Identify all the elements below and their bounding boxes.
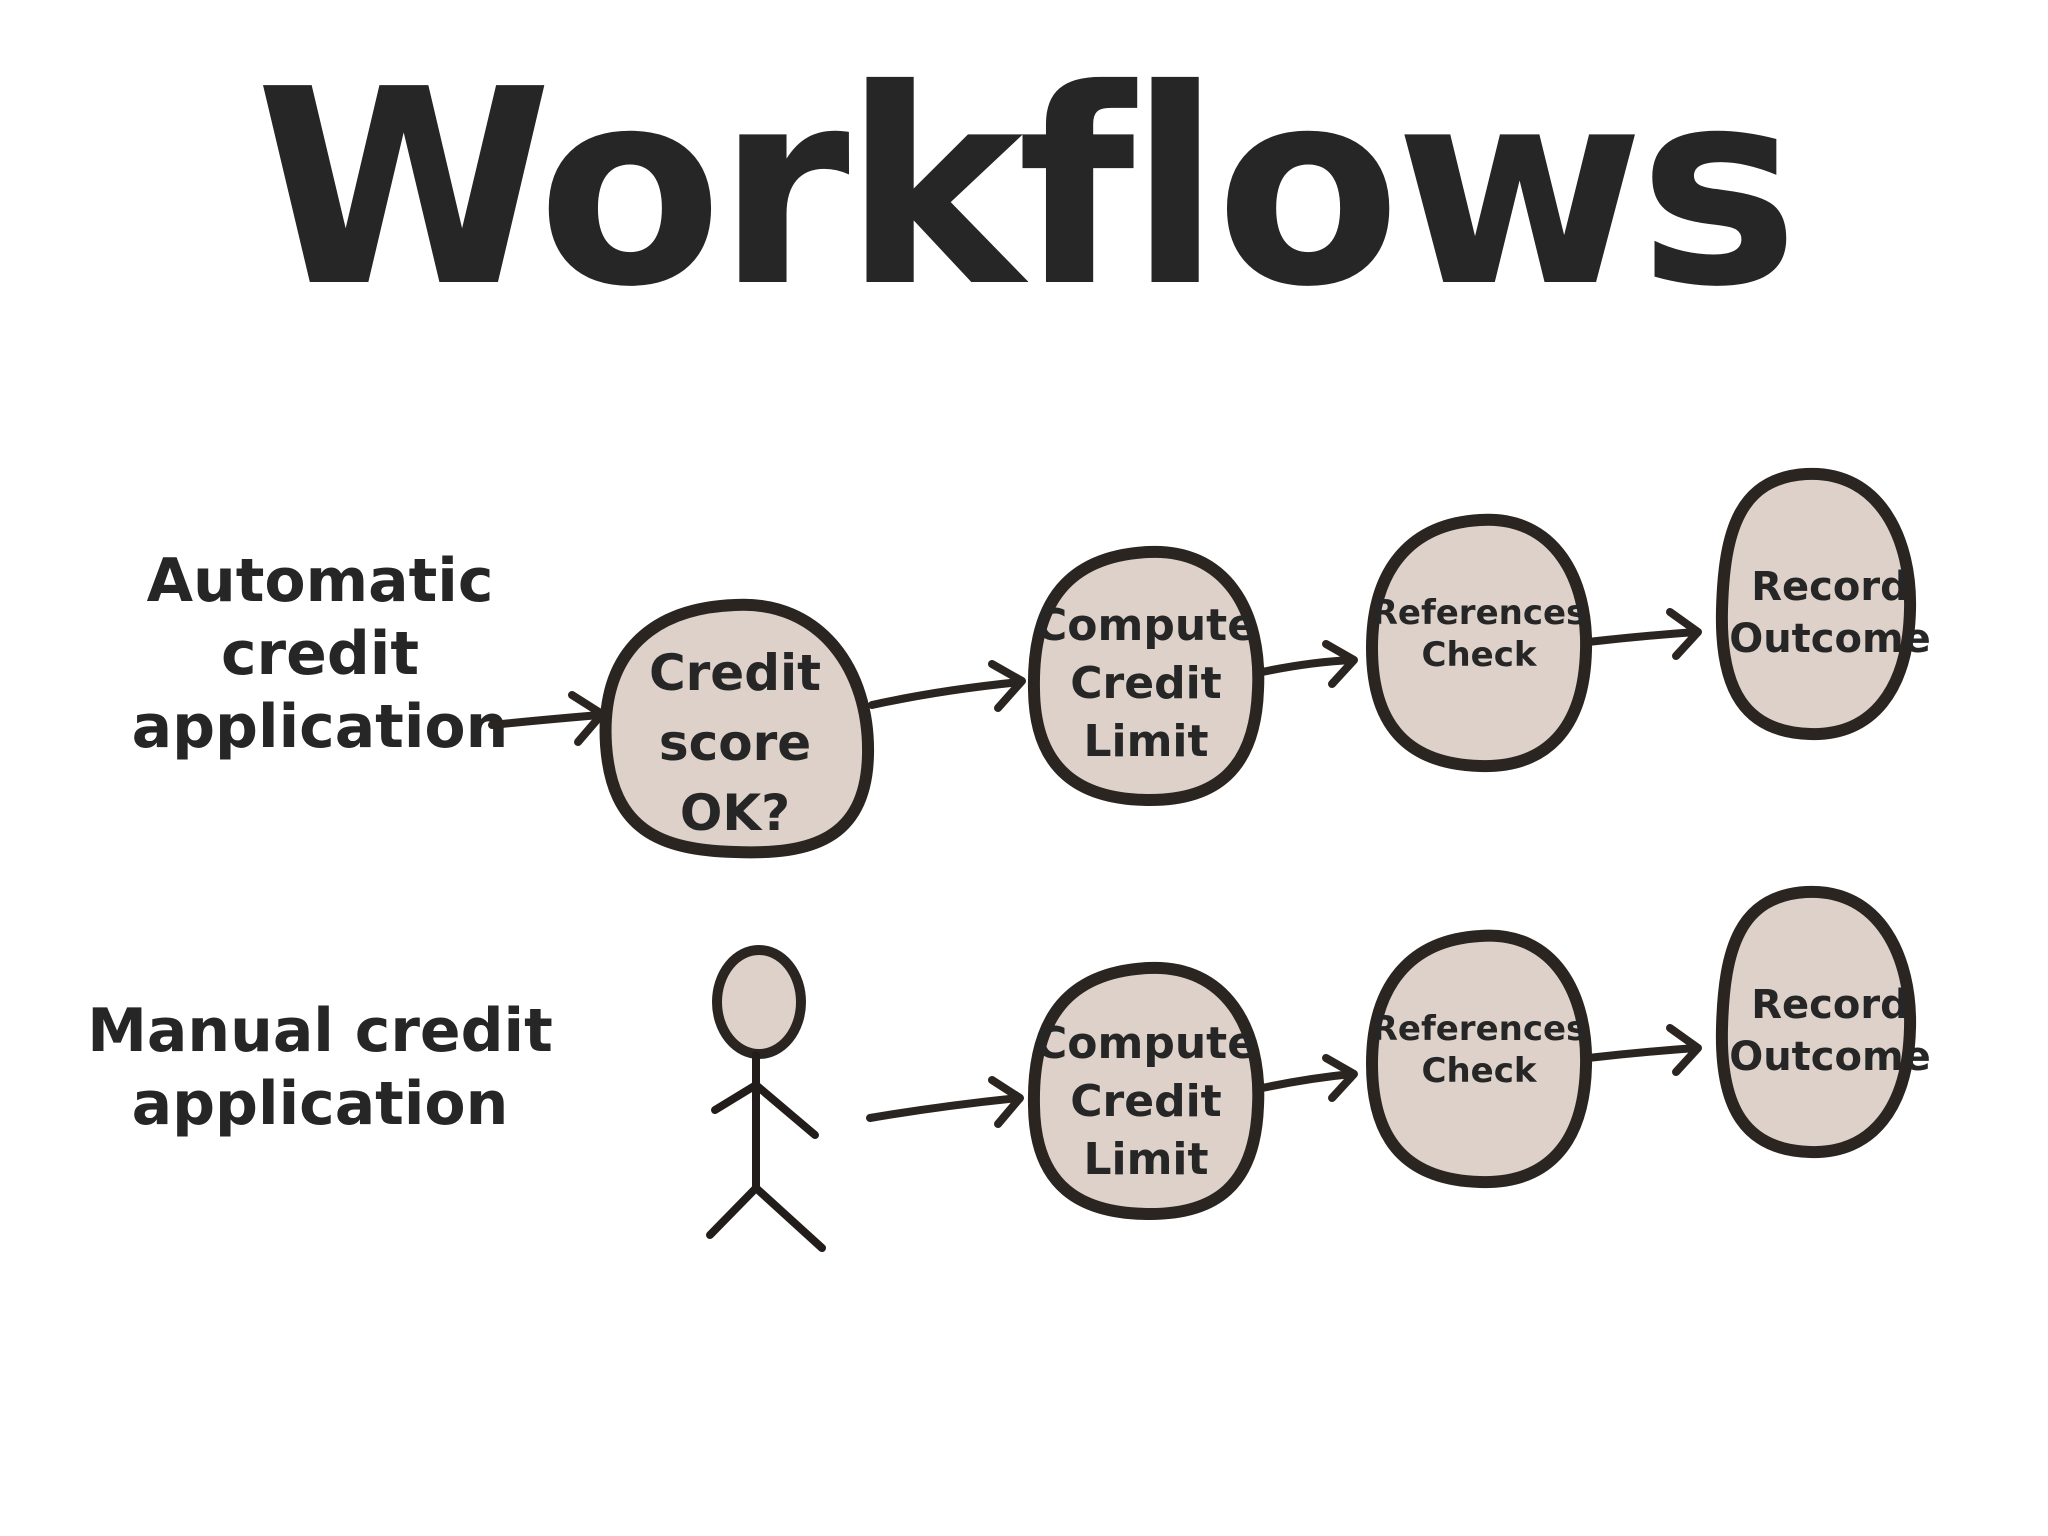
node-text-line: Check <box>1422 635 1538 675</box>
node-text-line: score <box>659 714 811 772</box>
node-text-line: References <box>1372 593 1587 633</box>
node-text-line: Limit <box>1083 716 1208 767</box>
arrow-row1-2 <box>1258 640 1358 688</box>
svg-text:Credit: Credit <box>649 644 821 702</box>
node-text-line: Credit <box>649 644 821 702</box>
node-text-line: Check <box>1422 1051 1538 1091</box>
svg-text:score: score <box>659 714 811 772</box>
node-credit-score-ok: Credit score OK? <box>599 598 875 859</box>
svg-text:OK?: OK? <box>680 784 790 842</box>
arrow-row2-2 <box>1584 1024 1702 1076</box>
node-text-line: Outcome <box>1729 1034 1931 1080</box>
node-text-line: Record <box>1751 982 1908 1028</box>
arrow-row1-3 <box>1584 608 1702 660</box>
node-text-line: Credit <box>1070 1076 1221 1127</box>
node-compute-credit-limit: Compute Credit Limit <box>1027 961 1265 1221</box>
arrow-row2-entry <box>866 1076 1024 1128</box>
node-text-line: Compute <box>1035 1018 1257 1069</box>
node-text-line: Credit <box>1070 658 1221 709</box>
node-compute-credit-limit: Compute Credit Limit <box>1027 545 1265 807</box>
node-text-line: OK? <box>680 784 790 842</box>
node-text-line: Outcome <box>1729 616 1931 662</box>
row-label-manual: Manual credit application <box>60 995 580 1141</box>
stick-figure-icon <box>706 945 826 1252</box>
node-text-line: References <box>1372 1009 1587 1049</box>
row-label-automatic: Automatic credit application <box>60 545 580 765</box>
arrow-row2-1 <box>1258 1054 1358 1102</box>
slide-title: Workflows <box>254 31 1799 346</box>
row-label-line: Manual credit <box>87 996 553 1066</box>
node-record-outcome: Record Outcome <box>1715 467 1931 741</box>
node-text-line: Record <box>1751 564 1908 610</box>
row-label-line: application <box>131 1069 509 1140</box>
row-label-line: Automatic credit <box>146 546 494 690</box>
row-label-line: application <box>131 692 509 763</box>
node-record-outcome: Record Outcome <box>1715 885 1931 1159</box>
arrow-row1-entry <box>488 691 606 746</box>
arrow-row1-1 <box>868 660 1026 712</box>
node-references-check: References Check <box>1365 513 1593 773</box>
node-references-check: References Check <box>1365 929 1593 1189</box>
node-text-line: Compute <box>1035 600 1257 651</box>
node-text-line: Limit <box>1083 1134 1208 1185</box>
